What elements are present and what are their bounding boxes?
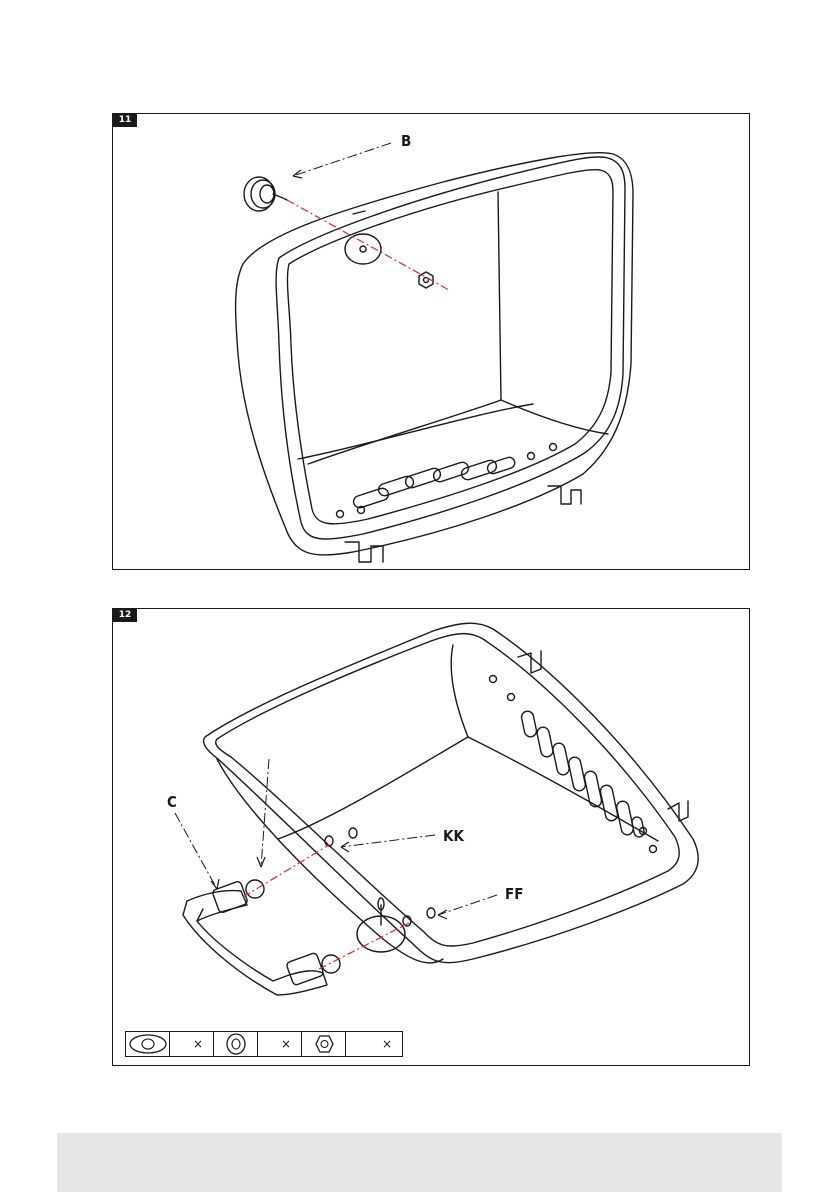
oval-washer-qty: × [170, 1032, 214, 1056]
step-12-panel: 12 [112, 608, 750, 1066]
parts-legend: × × × [125, 1031, 403, 1057]
footer-bar [57, 1133, 782, 1192]
round-washer-icon [214, 1032, 258, 1056]
grill-lid-drawing [113, 114, 751, 571]
callout-c: C [167, 793, 177, 811]
callout-b: B [401, 132, 411, 150]
grill-lid-handle-drawing [113, 609, 751, 1067]
step-11-panel: 11 [112, 113, 750, 570]
round-washer-qty: × [258, 1032, 302, 1056]
hex-nut-icon [302, 1032, 346, 1056]
step-number-badge: 12 [113, 609, 137, 622]
hex-nut-qty: × [346, 1032, 402, 1056]
callout-kk: KK [443, 827, 464, 845]
callout-ff: FF [505, 885, 523, 903]
oval-washer-icon [126, 1032, 170, 1056]
step-number-badge: 11 [113, 114, 137, 127]
